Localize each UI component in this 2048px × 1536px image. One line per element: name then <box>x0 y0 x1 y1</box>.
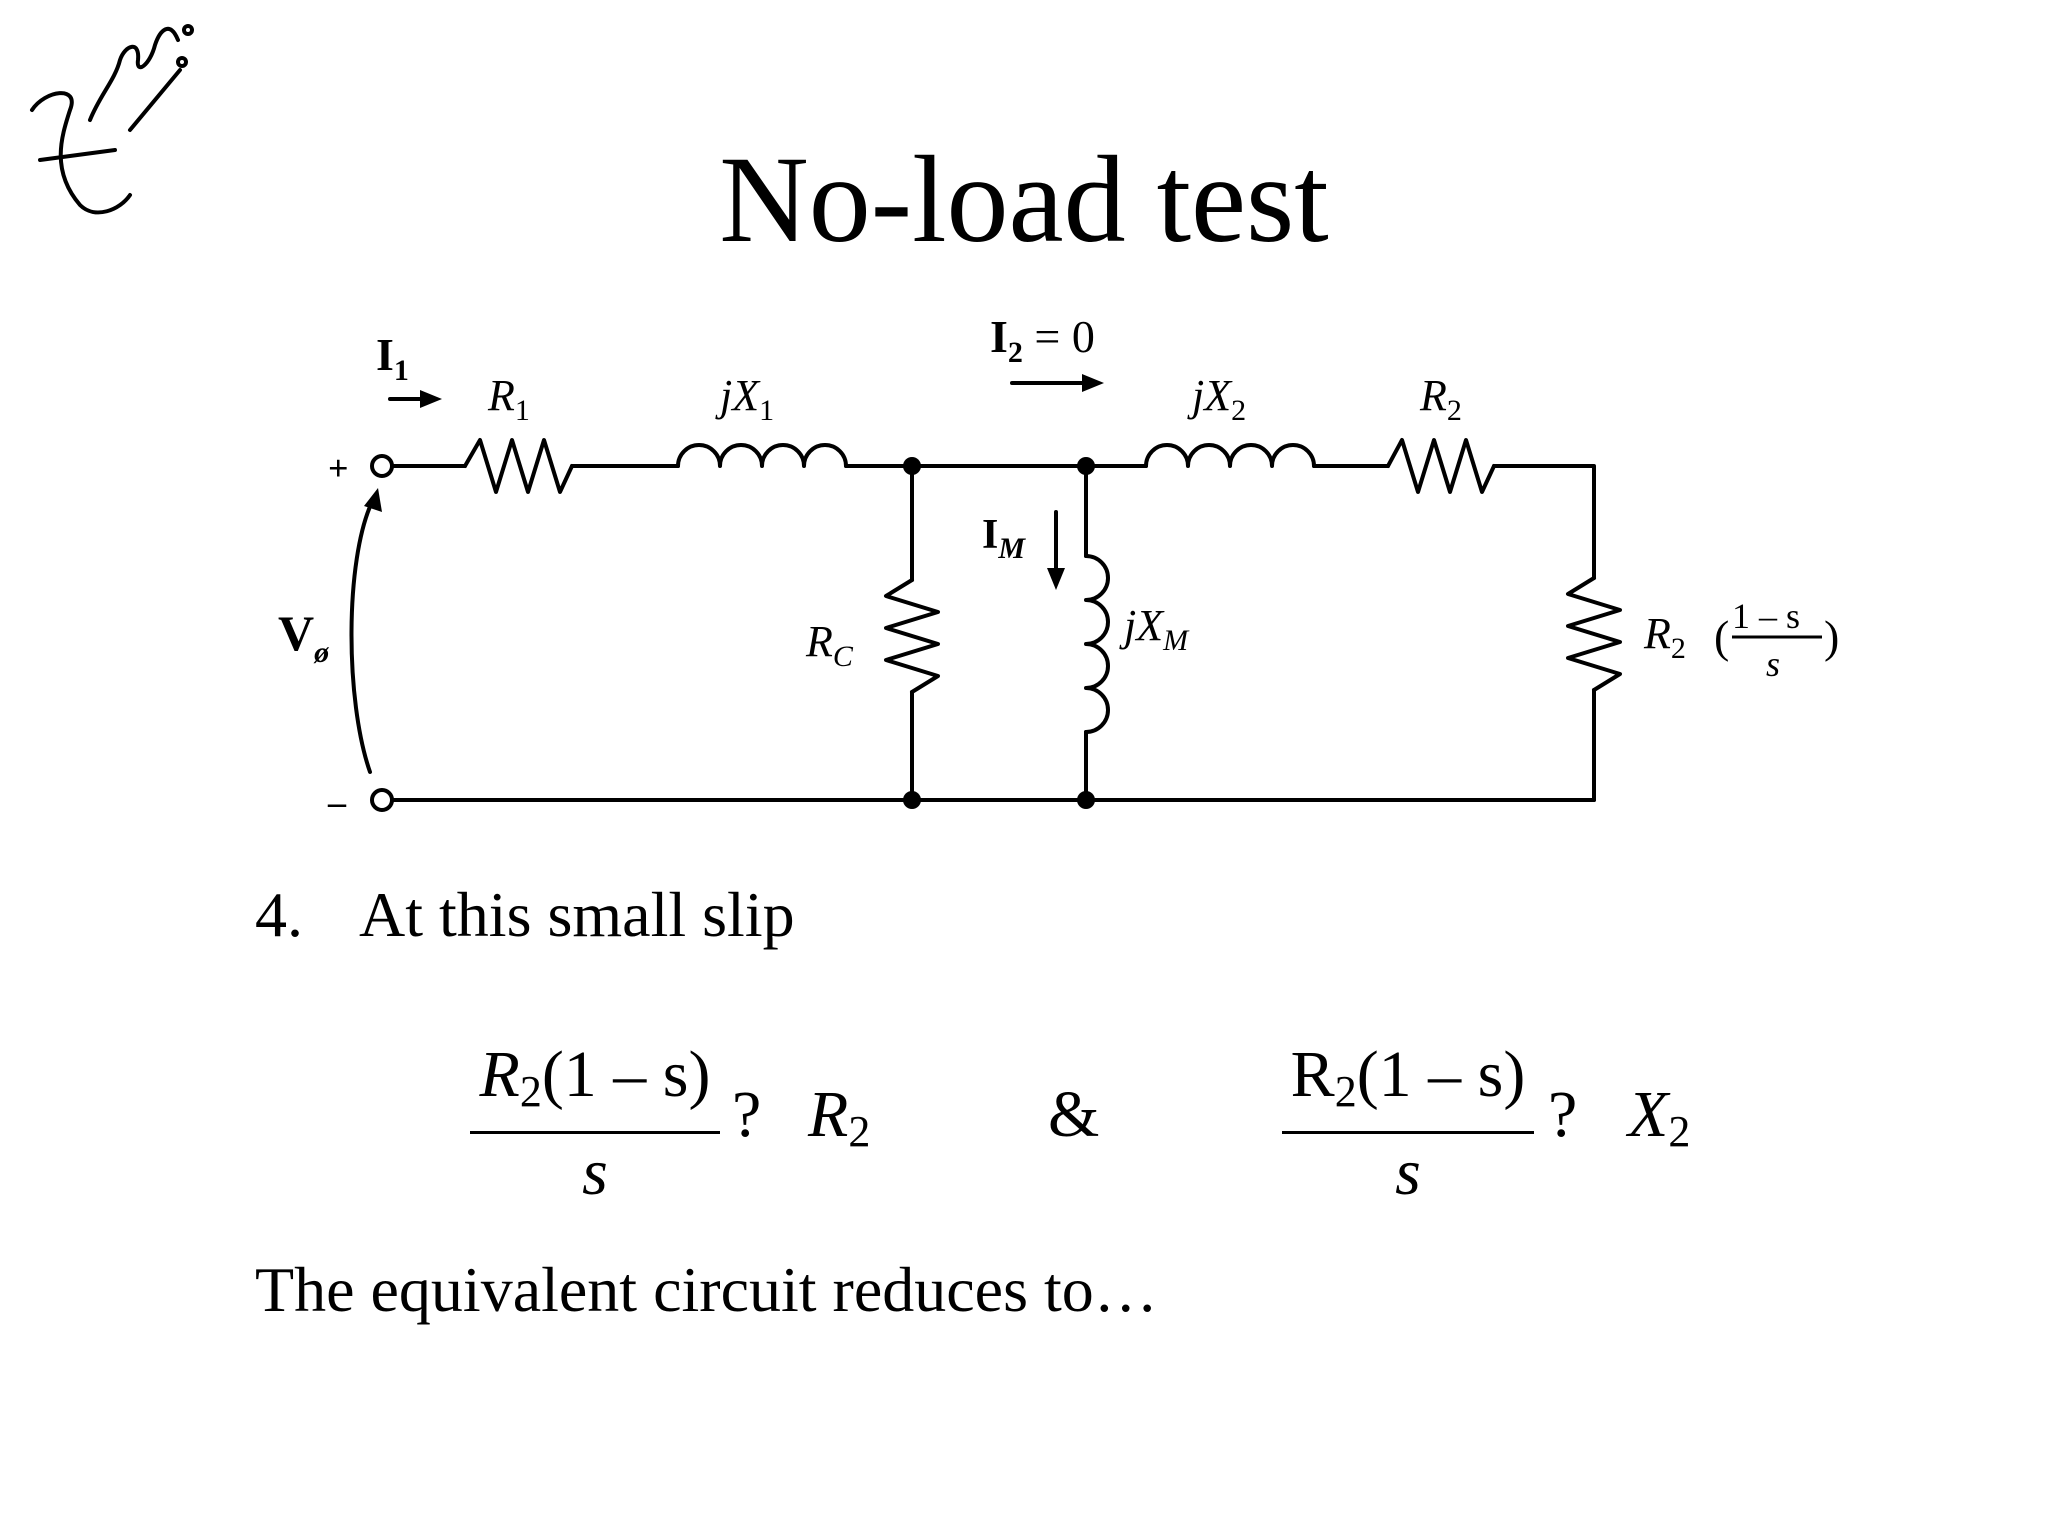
fraction-right: R2(1 – s) s <box>1282 1040 1534 1208</box>
voltage-arc <box>349 500 374 774</box>
terminal-minus <box>370 788 394 812</box>
resistor-load <box>1566 576 1622 692</box>
node-bottom-xm <box>1077 791 1095 809</box>
fraction-left-bar <box>470 1131 720 1134</box>
label-voltage: Vø <box>278 605 330 669</box>
label-load-r: R2 <box>1643 609 1686 665</box>
resistor-r2 <box>1386 438 1496 494</box>
slide-title: No-load test <box>719 131 1329 268</box>
label-load-num: 1 – s <box>1732 596 1800 636</box>
fraction-right-denominator: s <box>1395 1136 1421 1209</box>
label-r1: R1 <box>487 371 530 427</box>
label-jx2: jX2 <box>1187 371 1246 427</box>
resistor-rc <box>884 578 940 694</box>
label-load-paren-open: ( <box>1714 611 1729 662</box>
top-wire-r2-right <box>1492 464 1596 580</box>
label-rc: RC <box>805 617 854 673</box>
conclusion-text: The equivalent circuit reduces to… <box>255 1254 1158 1325</box>
arrow-i1-head <box>420 390 442 408</box>
node-top-xm <box>1077 457 1095 475</box>
label-i1: I1 <box>376 329 409 387</box>
inductor-xm <box>1084 554 1110 734</box>
fraction-left: R2(1 – s) s <box>470 1040 720 1208</box>
point-text: At this small slip <box>359 879 795 950</box>
rhs-right: X2 <box>1628 1078 1691 1157</box>
rhs-left: R2 <box>808 1078 871 1157</box>
label-r2: R2 <box>1419 371 1462 427</box>
arrow-voltage-head <box>364 488 382 512</box>
arrow-im-head <box>1047 568 1065 590</box>
fraction-right-numerator: R2(1 – s) <box>1290 1038 1526 1117</box>
relation-left: ? <box>732 1078 762 1151</box>
node-top-rc <box>903 457 921 475</box>
inductor-x1 <box>676 443 848 468</box>
signature <box>30 24 194 215</box>
ampersand: & <box>1048 1078 1100 1151</box>
label-i2: I2 = 0 <box>990 311 1095 369</box>
label-plus: + <box>328 448 349 488</box>
label-minus: – <box>327 782 347 822</box>
relation-right: ? <box>1548 1078 1578 1151</box>
fraction-left-denominator: s <box>582 1136 608 1209</box>
inductor-x2 <box>1144 443 1316 468</box>
point-number: 4. <box>255 879 303 950</box>
label-im: IM <box>982 512 1026 565</box>
resistor-r1 <box>463 438 574 494</box>
arrow-i2-head <box>1082 374 1104 392</box>
label-jx1: jX1 <box>715 371 774 427</box>
label-load-den: s <box>1766 644 1780 684</box>
fraction-left-numerator: R2(1 – s) <box>479 1038 711 1117</box>
terminal-plus <box>370 454 394 478</box>
node-bottom-rc <box>903 791 921 809</box>
fraction-right-bar <box>1282 1131 1534 1134</box>
point-4: 4. At this small slip <box>255 875 795 955</box>
label-load-paren-close: ) <box>1824 611 1839 662</box>
label-jxm: jXM <box>1119 601 1190 657</box>
